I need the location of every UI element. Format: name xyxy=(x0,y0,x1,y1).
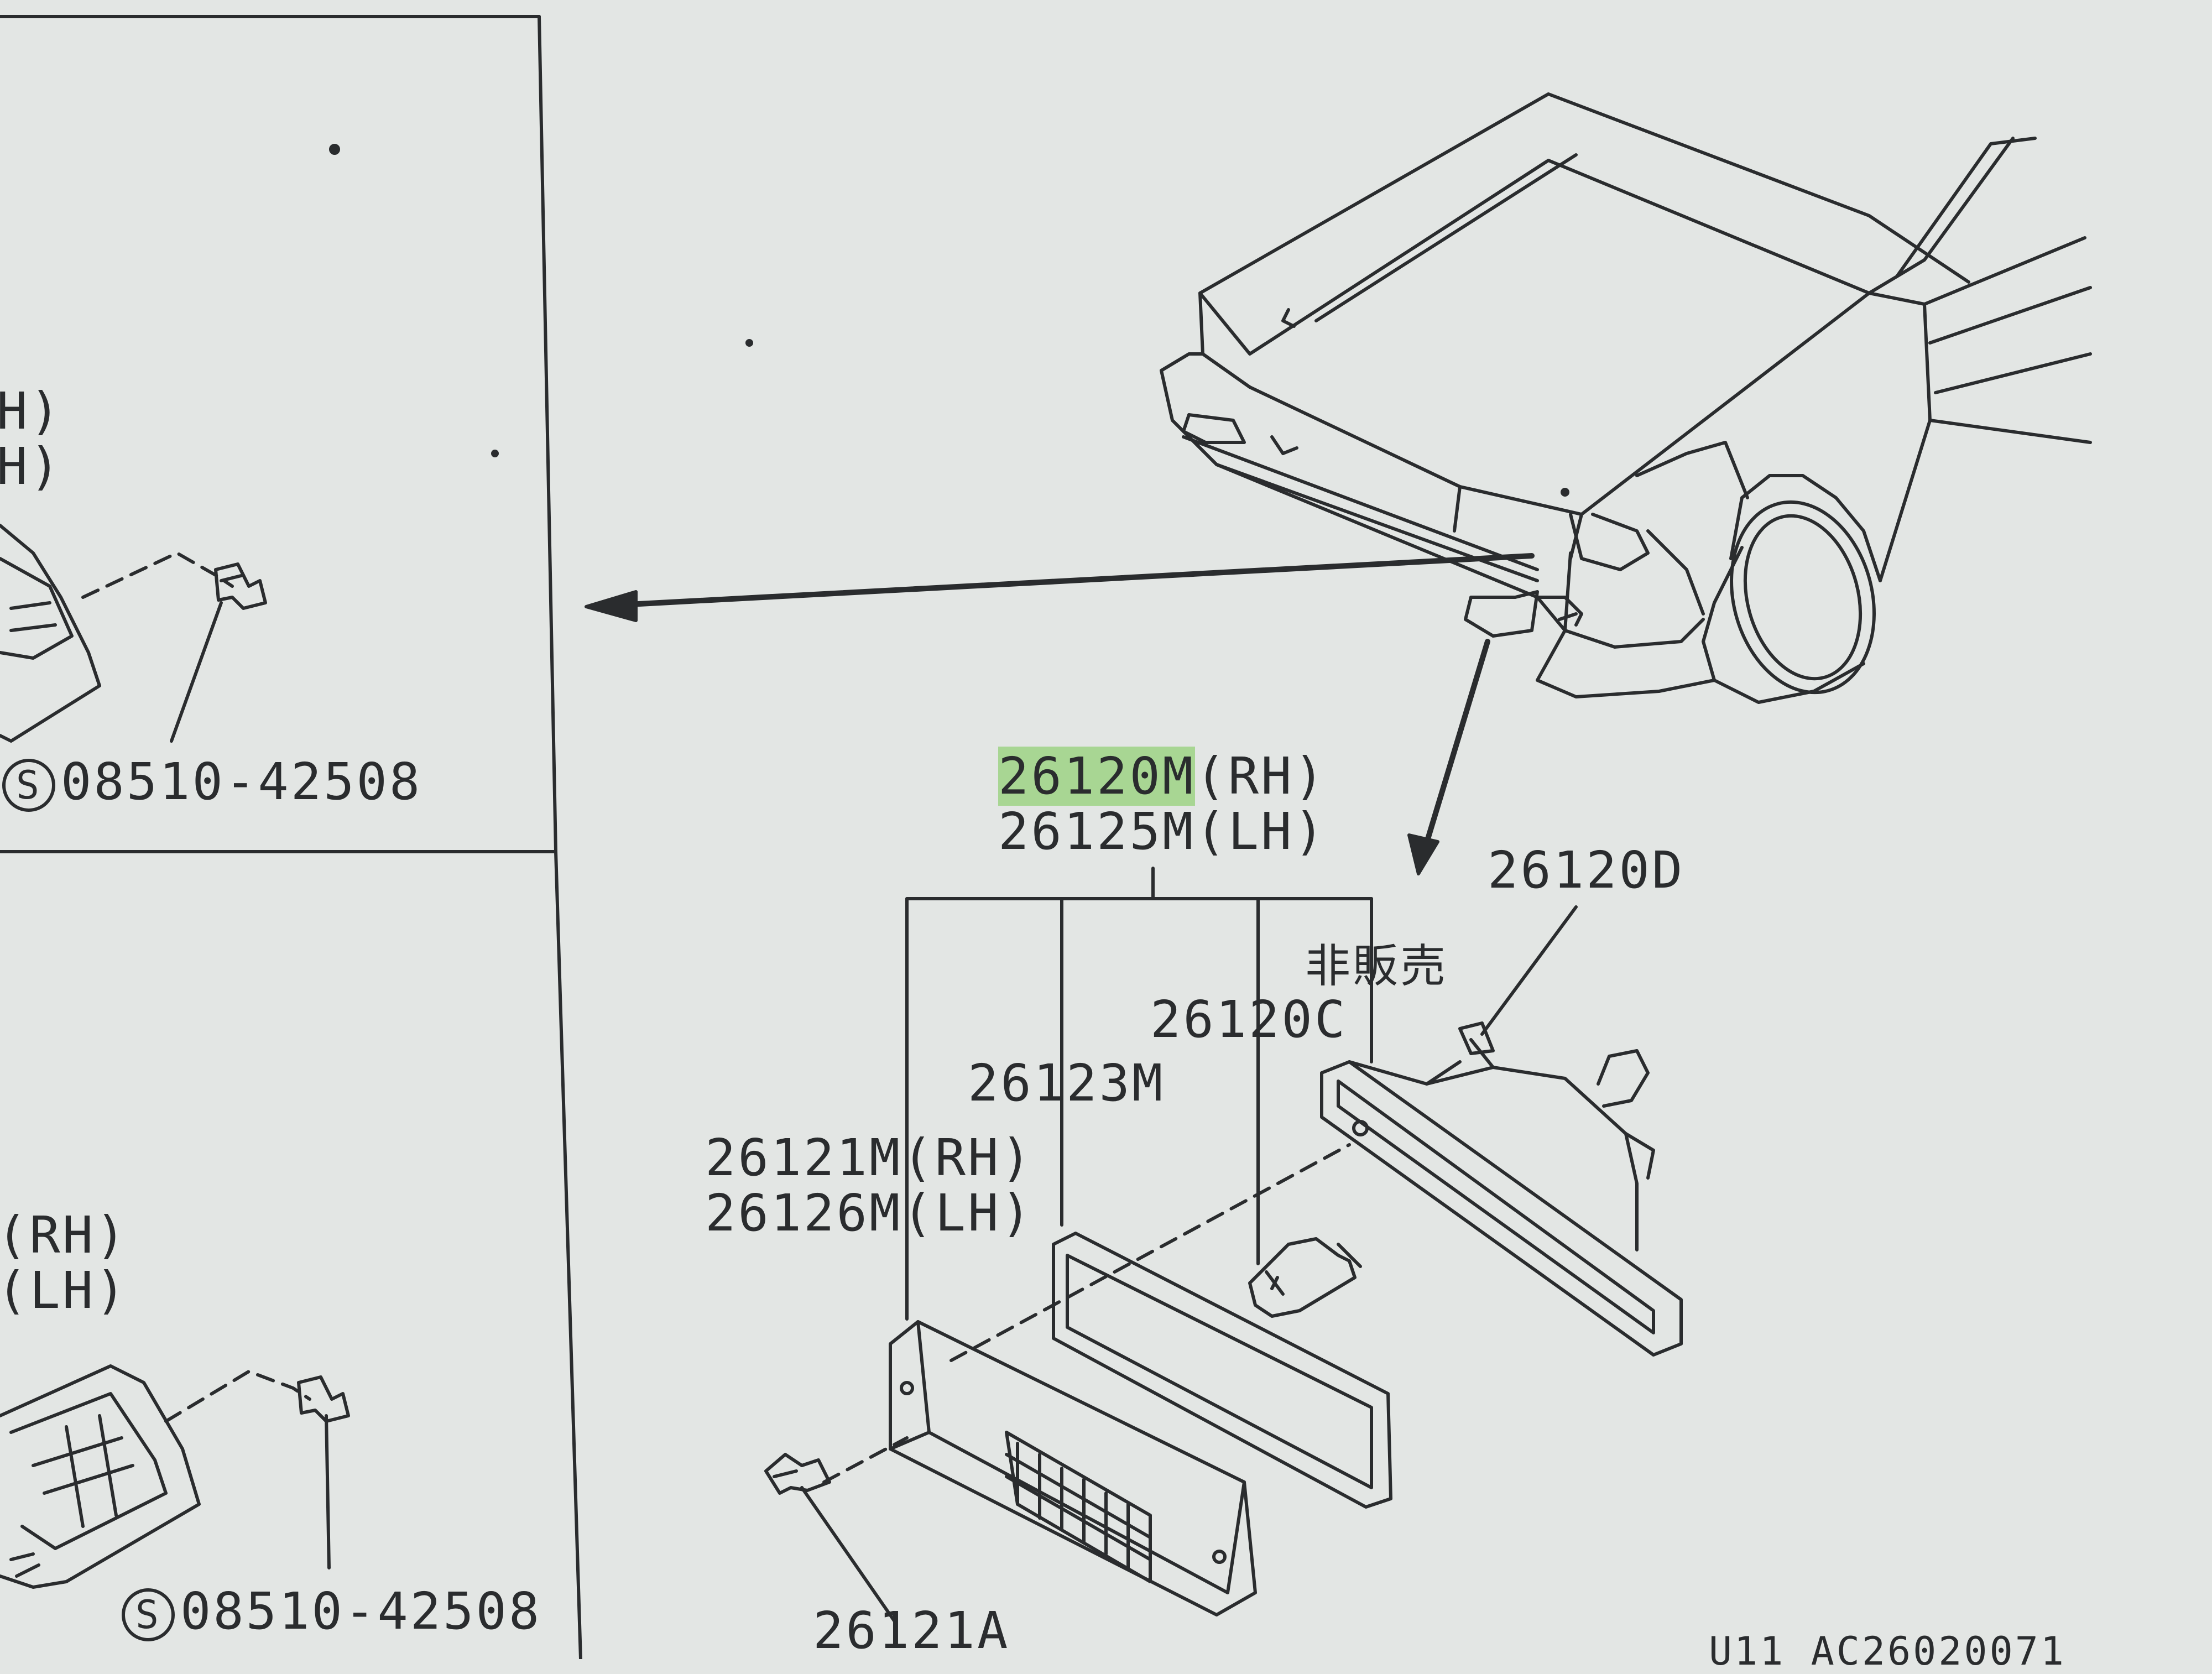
assembly-bracket xyxy=(905,867,1373,1321)
left-panel-frame xyxy=(0,15,582,1661)
screw-26121A xyxy=(764,1453,831,1495)
assembly-rh-part-highlight: 26120M xyxy=(998,747,1196,806)
car-dot xyxy=(1561,488,1569,497)
left-upper-screw-part: 08510-42508 xyxy=(61,752,422,811)
housing-label: 26120D xyxy=(1488,841,1685,900)
left-lower-lamp-fragment xyxy=(0,1364,201,1589)
arrow-to-left-panel-head xyxy=(585,590,638,622)
s-symbol-icon: S xyxy=(122,1588,175,1641)
left-fragment-label-4: (LH) xyxy=(0,1261,128,1320)
print-dot xyxy=(745,339,753,347)
left-lower-leader xyxy=(325,1414,331,1569)
gasket-26123M xyxy=(1052,1232,1392,1509)
left-lower-screw-part: 08510-42508 xyxy=(180,1582,542,1641)
bulb-26120C xyxy=(1248,1237,1362,1318)
s-symbol-icon: S xyxy=(2,758,55,812)
left-fragment-label-3: (RH) xyxy=(0,1206,128,1265)
gasket-label: 26123M xyxy=(968,1054,1165,1113)
arrow-to-lamp xyxy=(1421,639,1490,854)
car-front-outline xyxy=(1160,92,2092,704)
left-upper-screw xyxy=(214,562,267,610)
assembly-lh-label: 26125M(LH) xyxy=(998,802,1327,861)
footer-reference-code: U11 AC26020071 xyxy=(1709,1629,2067,1674)
left-lower-dash-line xyxy=(164,1370,311,1423)
assembly-dash-line xyxy=(822,1143,1351,1484)
left-upper-leader xyxy=(170,601,223,743)
not-for-sale-label: 非販売 xyxy=(1305,940,1448,993)
lens-rh-label: 26121M(RH) xyxy=(705,1128,1034,1187)
housing-26120D xyxy=(1320,1021,1683,1357)
bulb-label: 26120C xyxy=(1150,990,1348,1049)
lens-lh-label: 26126M(LH) xyxy=(705,1183,1034,1243)
lens-26121M xyxy=(889,1320,1257,1616)
left-upper-dash-line xyxy=(81,551,234,599)
screw-label: 26121A xyxy=(813,1601,1010,1660)
assembly-rh-suffix: (RH) xyxy=(1195,747,1327,806)
arrow-to-left-panel xyxy=(606,553,1535,608)
print-dot xyxy=(491,450,499,457)
arrow-to-lamp-head xyxy=(1407,833,1439,875)
left-fragment-label-2: H) xyxy=(0,437,62,496)
print-dot xyxy=(329,144,340,155)
left-upper-lamp-fragment xyxy=(0,524,101,743)
left-fragment-label-1: H) xyxy=(0,382,62,441)
screw-leader xyxy=(800,1486,898,1625)
housing-leader xyxy=(1480,905,1578,1036)
assembly-rh-label: 26120M(RH) xyxy=(998,747,1327,806)
left-lower-screw xyxy=(297,1375,350,1423)
